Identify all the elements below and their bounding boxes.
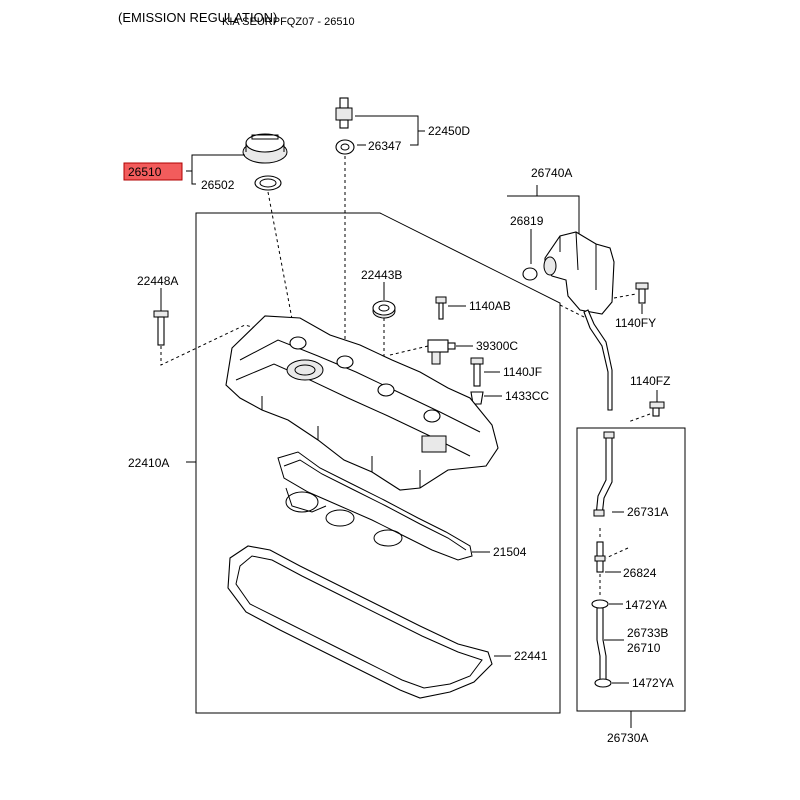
- label-26824[interactable]: 26824: [623, 566, 657, 580]
- label-1140FY[interactable]: 1140FY: [615, 316, 656, 330]
- sensor-39300C-icon: [427, 339, 456, 365]
- bolt-1140AB-icon: [435, 296, 447, 320]
- label-26502[interactable]: 26502: [201, 178, 235, 192]
- label-26740A[interactable]: 26740A: [531, 166, 572, 180]
- label-21504[interactable]: 21504: [493, 545, 527, 559]
- label-26347[interactable]: 26347: [368, 139, 402, 153]
- label-1140JF[interactable]: 1140JF: [503, 365, 542, 379]
- label-26730A[interactable]: 26730A: [607, 731, 648, 745]
- pcv-valve-icon: [335, 97, 353, 129]
- hose-clamp-bottom-icon: [594, 678, 612, 688]
- label-22450D[interactable]: 22450D: [428, 124, 470, 138]
- label-22410A[interactable]: 22410A: [128, 456, 169, 470]
- oil-separator-icon: [522, 231, 615, 315]
- label-26710[interactable]: 26710: [627, 641, 661, 655]
- cover-bolt-icon: [153, 310, 169, 346]
- label-26733B[interactable]: 26733B: [627, 626, 668, 640]
- label-26819[interactable]: 26819: [510, 214, 544, 228]
- label-22448A[interactable]: 22448A: [137, 274, 178, 288]
- breather-hose-26733B-icon: [596, 607, 607, 681]
- pcv-grommet-icon: [335, 139, 355, 155]
- label-1140FZ[interactable]: 1140FZ: [630, 374, 670, 388]
- injector-seal-icon: [372, 300, 396, 319]
- part-26510-highlight[interactable]: 26510: [123, 162, 183, 181]
- connector-26824-icon: [594, 541, 606, 573]
- label-22441[interactable]: 22441: [514, 649, 548, 663]
- label-1472YA-top[interactable]: 1472YA: [625, 598, 667, 612]
- diagram-subtitle: KIA SEURPFQZ07 - 26510: [222, 16, 355, 28]
- label-22443B[interactable]: 22443B: [361, 268, 402, 282]
- oil-filler-cap-icon: [242, 133, 288, 164]
- section-title: (EMISSION REGULATION): [118, 10, 278, 25]
- label-1472YA-bottom[interactable]: 1472YA: [632, 676, 674, 690]
- breather-hose-26731A-icon: [593, 431, 615, 517]
- label-26510: 26510: [128, 165, 162, 179]
- cover-gasket-21504-icon: [277, 451, 473, 561]
- bolt-1140JF-icon: [470, 357, 484, 387]
- label-1433CC[interactable]: 1433CC: [505, 389, 549, 403]
- bolt-1140FZ-icon: [649, 401, 665, 417]
- cover-gasket-22441-icon: [227, 545, 493, 699]
- hose-clamp-top-icon: [591, 599, 609, 609]
- label-39300C[interactable]: 39300C: [476, 339, 518, 353]
- filler-cap-gasket-icon: [254, 175, 282, 191]
- label-26731A[interactable]: 26731A: [627, 505, 668, 519]
- cylinder-head-cover-icon: [225, 315, 499, 491]
- bolt-1140FY-icon: [635, 282, 649, 304]
- label-1140AB[interactable]: 1140AB: [469, 299, 511, 313]
- cover-assembly-frame: [195, 212, 561, 714]
